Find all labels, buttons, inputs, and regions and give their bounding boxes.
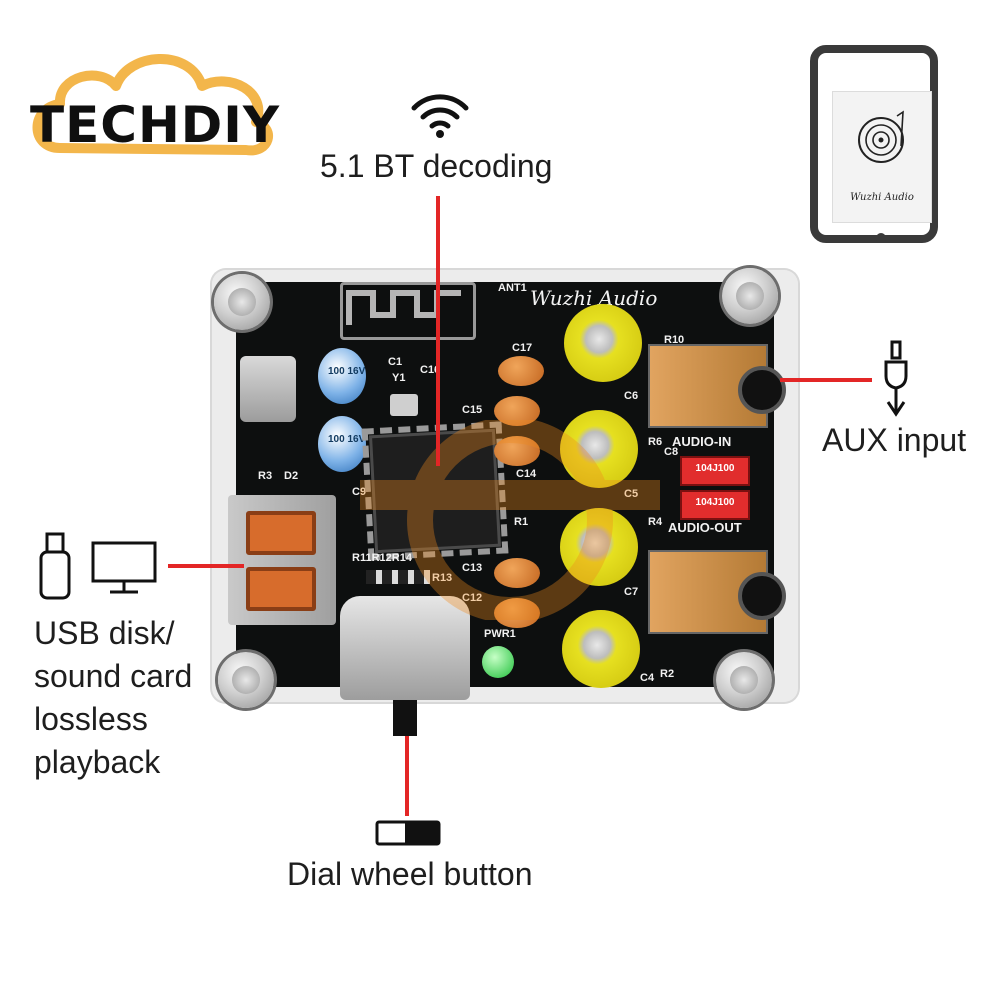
usb-a-port [228,495,336,625]
silk-d2: D2 [284,470,299,482]
wifi-signal-icon [411,94,469,138]
toggle-switch-icon [375,820,441,846]
silk-r2: R2 [660,668,675,680]
audio-output-jack [648,550,786,634]
silk-r11-r14: R11R12R14 [352,552,412,564]
silk-r1: R1 [514,516,529,528]
bt-decoding-label: 5.1 BT decoding [320,148,553,184]
silk-r4: R4 [648,516,663,528]
capacitor-c4 [562,610,640,688]
capacitor-c6 [564,304,642,382]
phone-home-button [876,233,886,243]
usb-stick-icon [39,532,71,600]
silk-c16: C16 [420,364,441,376]
silk-c14: C14 [516,468,537,480]
monitor-icon [91,541,157,594]
brand-logo: TECHDIY [20,30,280,160]
screw-top-left [214,274,270,330]
crystal [390,394,418,416]
capacitor-blue-1: 100 16V [318,348,366,404]
silk-c5: C5 [624,488,638,500]
silk-c12: C12 [462,592,483,604]
silk-c7: C7 [624,586,639,598]
usb-c-port [240,356,296,422]
vinyl-record-music-icon [858,110,904,163]
bt-antenna [340,282,476,340]
aux-input-jack [648,344,786,428]
aux-input-label: AUX input [822,422,967,458]
silk-c8: C8 [664,446,679,458]
capacitor-c12 [494,598,540,628]
callout-line-aux [780,378,872,382]
capacitor-blue-2: 100 16V [318,416,366,472]
capacitor-c5 [560,410,638,488]
dial-wheel-label: Dial wheel button [287,856,533,892]
silk-pwr1: PWR1 [484,628,516,640]
rca-plug-icon [884,340,908,417]
silk-c13: C13 [462,562,483,574]
phone-screen: Wuzhi Audio [832,91,932,223]
silk-r13: R13 [432,572,453,584]
silk-c4: C4 [640,672,655,684]
silk-c17: C17 [512,342,533,354]
watermark-logo [360,420,660,620]
usb-playback-label: USB disk/ sound card lossless playback [34,615,193,780]
screw-bottom-left [218,652,274,708]
screw-bottom-right [716,652,772,708]
resistor-array [366,570,430,584]
silk-c9: C9 [352,486,367,498]
screw-top-right [722,268,778,324]
phone-illustration: Wuzhi Audio [810,45,938,243]
silk-r6: R6 [648,436,663,448]
silk-ant: ANT1 [498,282,527,294]
capacitor-c15 [494,396,540,426]
capacitor-c13 [494,558,540,588]
silk-c15: C15 [462,404,483,416]
film-capacitor-1: 104J100 [680,456,750,486]
silk-c1: C1 [388,356,403,368]
cloud-icon [32,54,273,156]
silk-audio-in: AUDIO-IN [672,434,732,449]
capacitor-c14 [494,436,540,466]
dial-wheel [340,596,470,700]
callout-line-bt [436,196,440,466]
silk-r3: R3 [258,470,273,482]
silk-y1: Y1 [392,372,406,384]
app-logo-text: Wuzhi Audio [850,192,914,203]
callout-line-usb [168,564,244,568]
dial-knob [393,700,417,736]
brand-name: TECHDIY [30,96,281,154]
capacitor-c7 [560,508,638,586]
power-led [482,646,514,678]
capacitor-c17 [498,356,544,386]
silk-r10: R10 [664,334,685,346]
callout-line-dial [405,736,409,816]
silk-audio-out: AUDIO-OUT [668,520,742,535]
silk-c6: C6 [624,390,639,402]
film-capacitor-2: 104J100 [680,490,750,520]
